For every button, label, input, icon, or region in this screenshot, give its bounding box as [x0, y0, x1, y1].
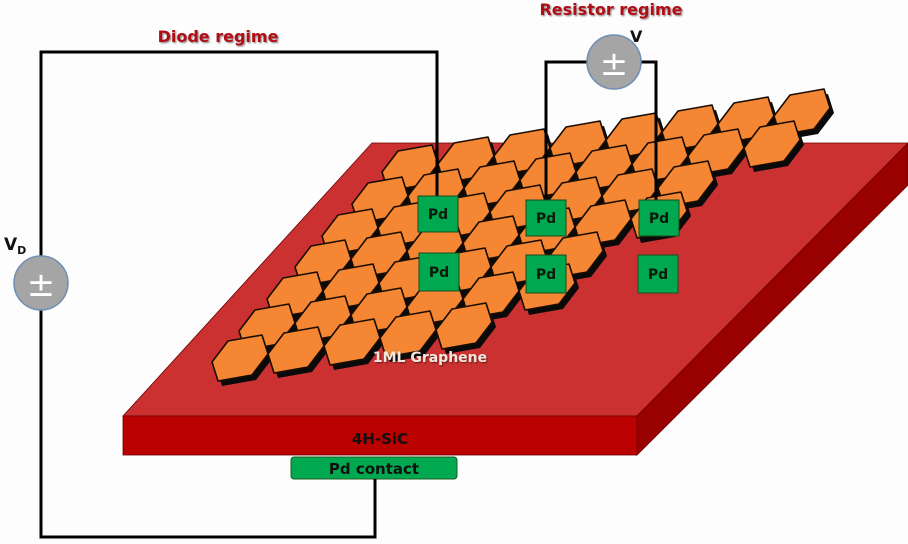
hex-cell	[435, 302, 493, 350]
pd-pad-label: Pd	[536, 211, 556, 227]
v-source-circle	[586, 34, 642, 90]
pd-pad-label: Pd	[649, 211, 669, 227]
pd-pad: Pd	[638, 199, 680, 237]
vd-source-circle	[13, 255, 69, 311]
pd-pad-label: Pd	[536, 267, 556, 283]
pd-pad-square	[637, 254, 679, 294]
v-voltage-source: ± V	[586, 27, 643, 90]
substrate-label: 4H-SiC	[352, 430, 408, 448]
hex-cell	[743, 120, 801, 168]
pd-pad-square	[638, 199, 680, 237]
pd-pad-square	[418, 252, 460, 292]
pd-pad-label: Pd	[648, 267, 668, 283]
resistor-wire-left	[544, 60, 587, 200]
vd-voltage-source: ± VD	[4, 235, 69, 311]
diode-regime-title: Diode regime	[158, 27, 279, 46]
pd-pad: Pd	[637, 254, 679, 294]
graphene-label: 1ML Graphene	[373, 350, 487, 366]
back-contact: Pd contact	[290, 456, 458, 480]
pd-pad-label: Pd	[429, 265, 449, 281]
vd-label: VD	[4, 235, 26, 257]
pd-pad-label: Pd	[428, 207, 448, 223]
diode-wire-bottom	[39, 310, 377, 539]
pd-pad: Pd	[525, 199, 567, 237]
resistor-regime-title: Resistor regime	[539, 0, 682, 19]
plus-minus-icon: ±	[27, 265, 56, 305]
pd-pad-square	[525, 254, 567, 294]
diode-wire-top	[39, 50, 439, 256]
plus-minus-icon: ±	[600, 44, 629, 84]
pd-pad: Pd	[418, 252, 460, 292]
pd-pad-square	[417, 195, 459, 233]
pd-pad: Pd	[417, 195, 459, 233]
back-contact-label: Pd contact	[329, 460, 419, 478]
v-label: V	[630, 27, 643, 46]
resistor-wire-right	[641, 60, 658, 200]
pd-pad-square	[525, 199, 567, 237]
pd-pad: Pd	[525, 254, 567, 294]
resistor-circuit-wires	[544, 60, 658, 200]
diode-circuit-wires	[39, 50, 439, 539]
substrate-front-face	[122, 415, 638, 456]
